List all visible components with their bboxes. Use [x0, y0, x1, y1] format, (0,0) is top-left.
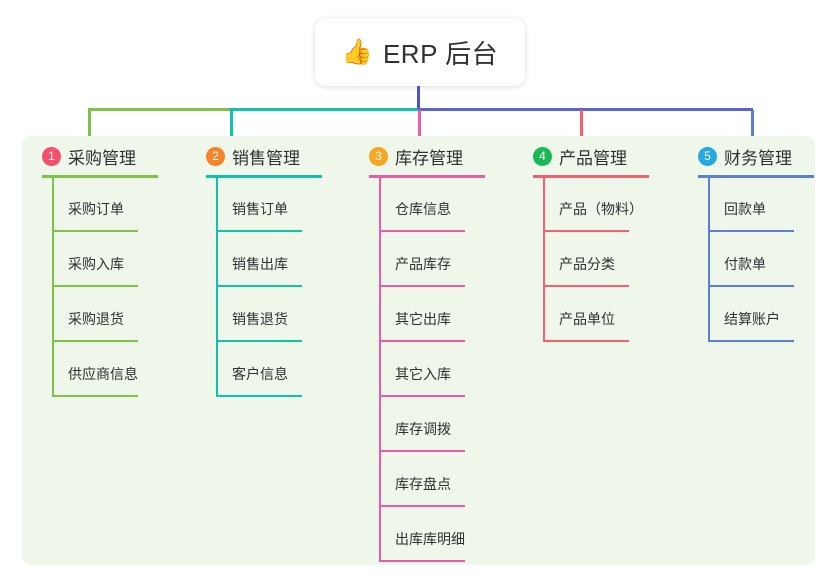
list-item-rule [52, 395, 138, 397]
column-header-2[interactable]: 2 销售管理 [196, 144, 300, 168]
list-item-rule [543, 285, 629, 287]
bus-green [88, 108, 232, 111]
column-header-3[interactable]: 3 库存管理 [359, 144, 463, 168]
column-产品管理: 4 产品管理产品（物料） 产品分类产品单位 [523, 144, 649, 342]
column-财务管理: 5 财务管理回款单付款单结算账户 [688, 144, 814, 342]
column-spine [379, 177, 381, 562]
list-item-rule [379, 230, 465, 232]
column-title: 产品管理 [559, 148, 627, 168]
column-title: 库存管理 [395, 148, 463, 168]
list-item-label: 销售退货 [232, 311, 288, 327]
list-item-label: 其它入库 [395, 366, 451, 382]
list-item-label: 供应商信息 [68, 366, 138, 382]
column-number-badge: 2 [206, 146, 225, 166]
diagram-panel-background [22, 136, 815, 565]
column-title: 采购管理 [68, 148, 136, 168]
list-item-label: 付款单 [724, 256, 766, 272]
list-item-label: 库存调拨 [395, 421, 451, 437]
list-item-rule [543, 340, 629, 342]
column-header-5[interactable]: 5 财务管理 [688, 144, 792, 168]
drop-5 [751, 110, 754, 138]
column-header-4[interactable]: 4 产品管理 [523, 144, 627, 168]
list-item-label: 采购退货 [68, 311, 124, 327]
column-title: 销售管理 [232, 148, 300, 168]
column-number-badge: 5 [698, 146, 717, 166]
list-item-rule [216, 395, 302, 397]
list-item-label: 客户信息 [232, 366, 288, 382]
column-销售管理: 2 销售管理销售订单销售出库销售退货客户信息 [196, 144, 322, 397]
column-header-rule [698, 175, 814, 178]
drop-4 [580, 110, 583, 138]
list-item-label: 仓库信息 [395, 201, 451, 217]
list-item-rule [708, 230, 794, 232]
thumbs-up-icon: 👍 [341, 37, 373, 66]
list-item-rule [379, 340, 465, 342]
list-item-rule [216, 285, 302, 287]
list-item-label: 其它出库 [395, 311, 451, 327]
list-item-rule [52, 285, 138, 287]
drop-1 [88, 110, 91, 138]
list-item-rule [52, 340, 138, 342]
list-item-label: 库存盘点 [395, 476, 451, 492]
column-header-rule [533, 175, 649, 178]
column-spine [708, 177, 710, 342]
drop-2 [230, 110, 233, 138]
column-spine [216, 177, 218, 397]
list-item-label: 采购订单 [68, 201, 124, 217]
column-spine [543, 177, 545, 342]
column-header-1[interactable]: 1 采购管理 [32, 144, 136, 168]
list-item-label: 采购入库 [68, 256, 124, 272]
column-header-rule [369, 175, 485, 178]
list-item-label: 结算账户 [724, 311, 780, 327]
bus-purple [418, 108, 753, 111]
list-item-rule [216, 340, 302, 342]
bus-teal [230, 108, 420, 111]
list-item-rule [52, 230, 138, 232]
list-item-rule [379, 505, 465, 507]
list-item-label: 产品库存 [395, 256, 451, 272]
column-header-rule [42, 175, 158, 178]
column-number-badge: 3 [369, 146, 388, 166]
list-item-rule [379, 450, 465, 452]
root-node-title: ERP 后台 [382, 38, 499, 69]
column-spine [52, 177, 54, 397]
list-item-label: 销售订单 [232, 201, 288, 217]
list-item-rule [379, 395, 465, 397]
connector-trunk-vertical [417, 86, 420, 110]
list-item-label: 产品（物料） [559, 201, 643, 217]
column-title: 财务管理 [724, 148, 792, 168]
list-item-rule [379, 285, 465, 287]
list-item-label: 产品单位 [559, 311, 615, 327]
list-item-rule [708, 340, 794, 342]
list-item-rule [543, 230, 629, 232]
column-number-badge: 4 [533, 146, 552, 166]
column-header-rule [206, 175, 322, 178]
list-item-rule [708, 285, 794, 287]
column-库存管理: 3 库存管理仓库信息产品库存其它出库其它入库库存调拨库存盘点出库库明细 [359, 144, 485, 562]
column-number-badge: 1 [42, 146, 61, 166]
list-item-label: 产品分类 [559, 256, 615, 272]
list-item-label: 出库库明细 [395, 531, 465, 547]
list-item-rule [216, 230, 302, 232]
root-node-erp-backend[interactable]: 👍 ERP 后台 [315, 18, 525, 86]
column-采购管理: 1 采购管理采购订单采购入库采购退货供应商信息 [32, 144, 158, 397]
list-item-label: 销售出库 [232, 256, 288, 272]
drop-3 [418, 110, 421, 138]
list-item-label: 回款单 [724, 201, 766, 217]
list-item-rule [379, 560, 465, 562]
